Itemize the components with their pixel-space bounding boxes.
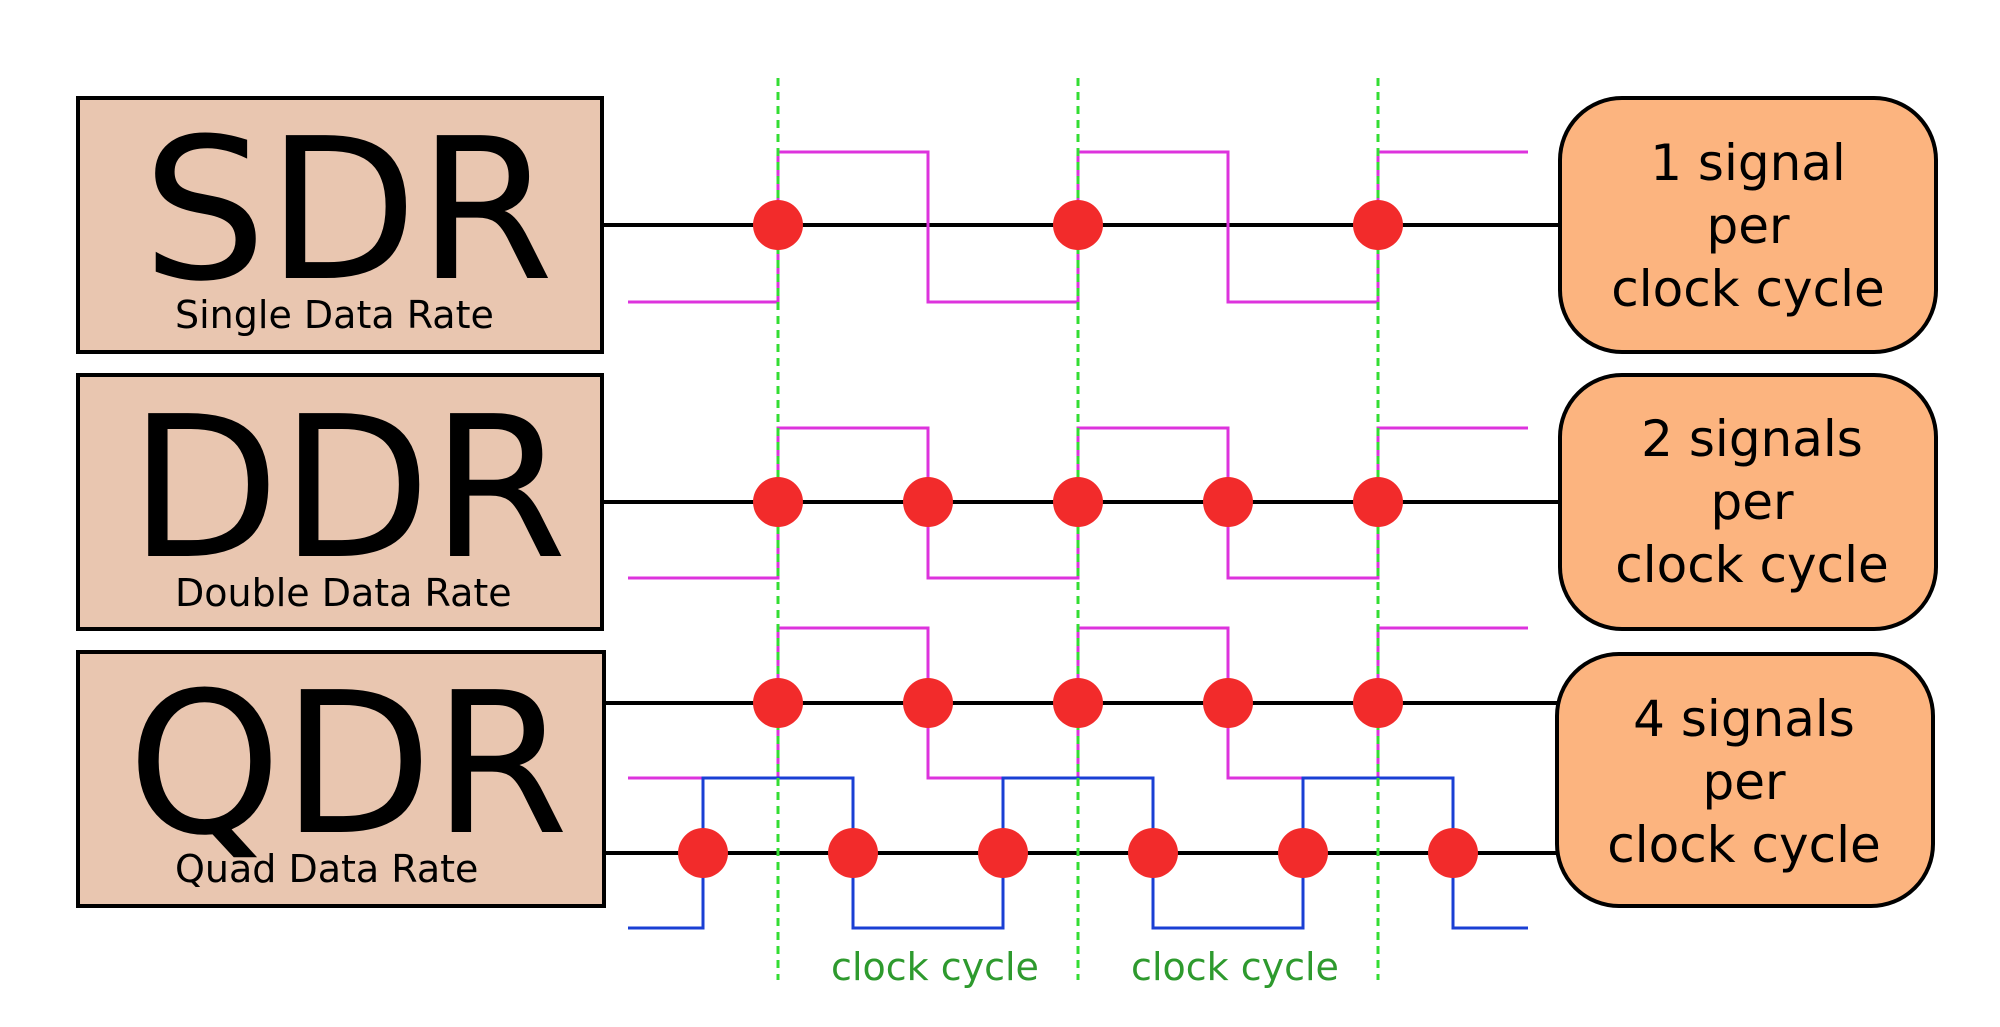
sample-point	[753, 200, 803, 250]
qdr-result-line-2: per	[1702, 753, 1786, 811]
sdr-abbr: SDR	[142, 97, 554, 325]
sample-point	[1428, 828, 1478, 878]
sdr-label-box: SDR Single Data Rate	[76, 96, 604, 354]
sample-points	[678, 200, 1478, 878]
ddr-result-line-2: per	[1710, 473, 1794, 531]
qdr-full-name: Quad Data Rate	[175, 847, 478, 891]
clock-cycle-label-1: clock cycle	[831, 945, 1039, 989]
sample-point	[678, 828, 728, 878]
qdr-result-line-1: 4 signals	[1633, 690, 1855, 748]
qdr-label-box: QDR Quad Data Rate	[76, 650, 606, 908]
sdr-full-name: Single Data Rate	[175, 293, 494, 337]
sample-point	[753, 678, 803, 728]
sample-point	[1353, 678, 1403, 728]
ddr-label-box: DDR Double Data Rate	[76, 373, 604, 631]
sample-point	[1128, 828, 1178, 878]
sdr-result-line-1: 1 signal	[1650, 134, 1846, 192]
sample-point	[903, 477, 953, 527]
sample-point	[978, 828, 1028, 878]
qdr-result-box: 4 signals per clock cycle	[1555, 652, 1935, 908]
ddr-abbr: DDR	[129, 375, 567, 603]
sample-point	[753, 477, 803, 527]
clock-cycle-label-2: clock cycle	[1131, 945, 1339, 989]
sample-point	[1053, 477, 1103, 527]
sample-point	[828, 828, 878, 878]
qdr-label-box-bg	[76, 650, 606, 908]
sample-point	[1203, 678, 1253, 728]
qdr-abbr: QDR	[127, 651, 568, 879]
ddr-result-line-3: clock cycle	[1615, 536, 1889, 594]
ddr-result-line-1: 2 signals	[1641, 410, 1863, 468]
sample-point	[1053, 200, 1103, 250]
qdr-result-box-bg	[1555, 652, 1935, 908]
qdr-result-line-3: clock cycle	[1607, 816, 1881, 874]
sample-point	[1203, 477, 1253, 527]
sdr-result-line-2: per	[1706, 197, 1790, 255]
sdr-result-box: 1 signal per clock cycle	[1558, 96, 1938, 354]
sample-point	[1353, 477, 1403, 527]
ddr-result-box: 2 signals per clock cycle	[1558, 373, 1938, 631]
ddr-label-box-bg	[76, 373, 604, 631]
sample-point	[1053, 678, 1103, 728]
data-lines	[602, 223, 1560, 855]
sample-point	[1278, 828, 1328, 878]
ddr-full-name: Double Data Rate	[175, 571, 512, 615]
sample-point	[1353, 200, 1403, 250]
sdr-label-box-bg	[76, 96, 604, 354]
sdr-result-line-3: clock cycle	[1611, 260, 1885, 318]
cycle-dividers	[776, 78, 1380, 980]
sample-point	[903, 678, 953, 728]
